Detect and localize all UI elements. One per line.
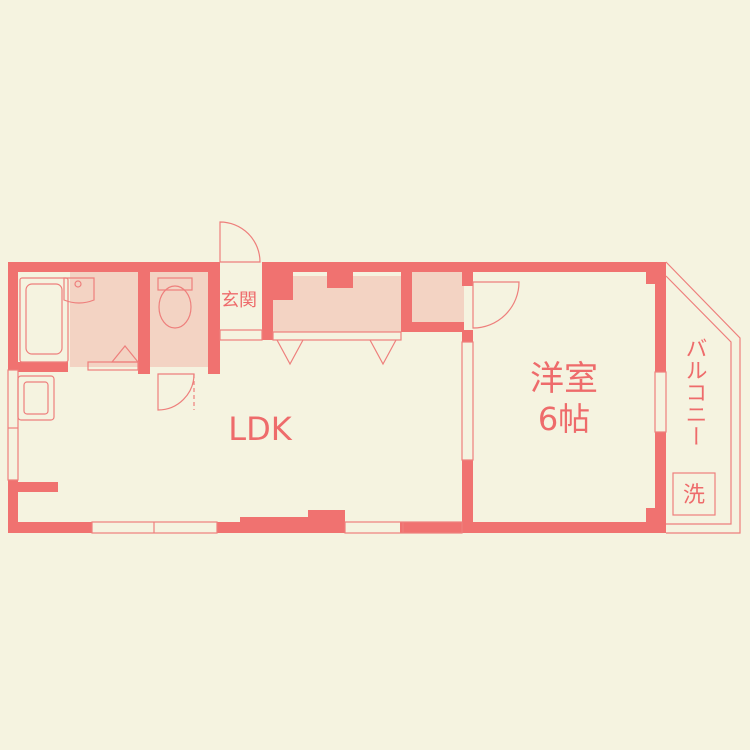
toilet-bowl xyxy=(158,285,192,329)
wall-top-left xyxy=(8,262,210,272)
window-left xyxy=(7,369,19,481)
toilet-room-fill xyxy=(150,270,208,367)
room-door xyxy=(472,281,520,329)
kitchen-sink-inner xyxy=(23,381,49,415)
balcony-outline xyxy=(665,261,741,534)
label-ldk: LDK xyxy=(228,410,292,448)
label-western-room-size: 6帖 xyxy=(538,400,590,438)
washroom-fill xyxy=(70,270,138,367)
fixture-fills xyxy=(70,270,464,367)
partition-top xyxy=(462,262,473,286)
bathtub xyxy=(19,277,69,363)
wall-toilet-right xyxy=(208,262,220,374)
entrance-step xyxy=(219,329,263,341)
balcony-inner xyxy=(665,275,732,525)
partition-opening xyxy=(461,341,474,461)
toilet-tank xyxy=(157,277,193,291)
wall-storage-bottom xyxy=(401,322,464,332)
wall-closet-block2 xyxy=(327,272,353,288)
label-washer: 洗 xyxy=(683,483,705,508)
wall-left-upper xyxy=(8,262,18,370)
wall-right-lower xyxy=(655,432,666,532)
walls xyxy=(8,262,666,533)
partition-bottom xyxy=(462,460,473,532)
wall-closet-block xyxy=(273,272,293,300)
wall-left-lower xyxy=(8,480,18,533)
fixtures-and-openings xyxy=(7,221,741,534)
wall-storage-left xyxy=(401,262,412,332)
wall-genkan-right xyxy=(262,262,273,340)
closet-door-1 xyxy=(276,339,304,366)
wall-bottom-left xyxy=(8,522,92,533)
wall-bath-toilet xyxy=(138,262,150,374)
partition-mid xyxy=(462,330,473,342)
wall-corner-tr xyxy=(646,262,666,284)
washer-space xyxy=(672,472,716,516)
label-genkan: 玄関 xyxy=(221,290,257,311)
label-western-room: 洋室 xyxy=(530,359,598,399)
wall-column-bottom xyxy=(308,510,345,524)
washbasin xyxy=(63,277,95,304)
wall-bottom-mid xyxy=(217,522,345,533)
wall-bottom-right xyxy=(400,522,666,533)
wall-corner-br xyxy=(646,508,666,532)
wall-right-upper xyxy=(655,262,666,372)
wall-bath-bottom xyxy=(18,362,68,372)
closet-door-2 xyxy=(369,339,397,366)
storage-fill xyxy=(412,270,464,332)
entrance-door xyxy=(219,221,261,263)
window-right xyxy=(654,371,667,433)
closet-rail xyxy=(272,331,402,341)
faucet xyxy=(74,280,82,288)
bathtub-inner xyxy=(25,283,63,355)
wall-left-stub xyxy=(8,482,58,492)
washroom-sill xyxy=(87,361,139,371)
wall-bottom-step xyxy=(240,517,310,523)
label-balcony: バルコニー xyxy=(682,337,707,447)
